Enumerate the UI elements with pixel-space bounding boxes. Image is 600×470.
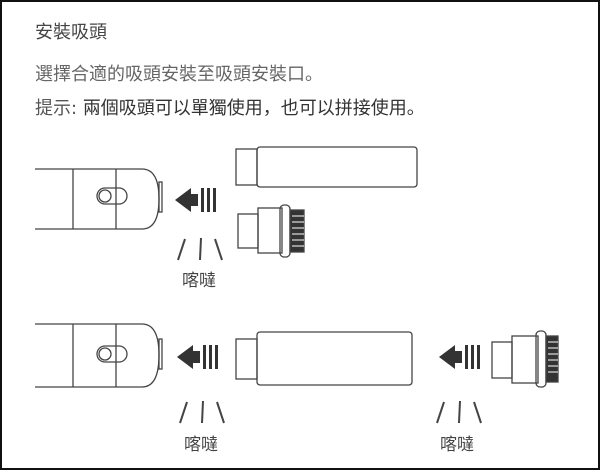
tip-prefix: 提示: [35, 98, 78, 119]
click-label-bottom-left: 喀噠 [184, 435, 218, 455]
click-label-top: 喀噠 [182, 271, 216, 291]
tip-text: 提示: 兩個吸頭可以單獨使用，也可以拼接使用。 [35, 94, 425, 120]
insert-arrow-icon [439, 345, 480, 369]
vacuum-body-top [35, 168, 163, 230]
long-nozzle-top [235, 146, 418, 188]
click-label-bottom-right: 喀噠 [440, 435, 474, 455]
long-nozzle-bottom [235, 331, 413, 386]
vacuum-body-bottom [35, 323, 163, 388]
brush-nozzle-top [237, 204, 305, 258]
brush-nozzle-bottom [491, 330, 559, 388]
tip-body: 兩個吸頭可以單獨使用，也可以拼接使用。 [82, 98, 425, 119]
click-rays-icon [179, 400, 482, 424]
insert-arrow-icon [175, 188, 216, 212]
click-rays-icon [177, 237, 223, 261]
section-title: 安裝吸頭 [35, 22, 107, 43]
instruction-text: 選擇合適的吸頭安裝至吸頭安裝口。 [35, 64, 323, 85]
insert-arrow-icon [177, 345, 218, 369]
